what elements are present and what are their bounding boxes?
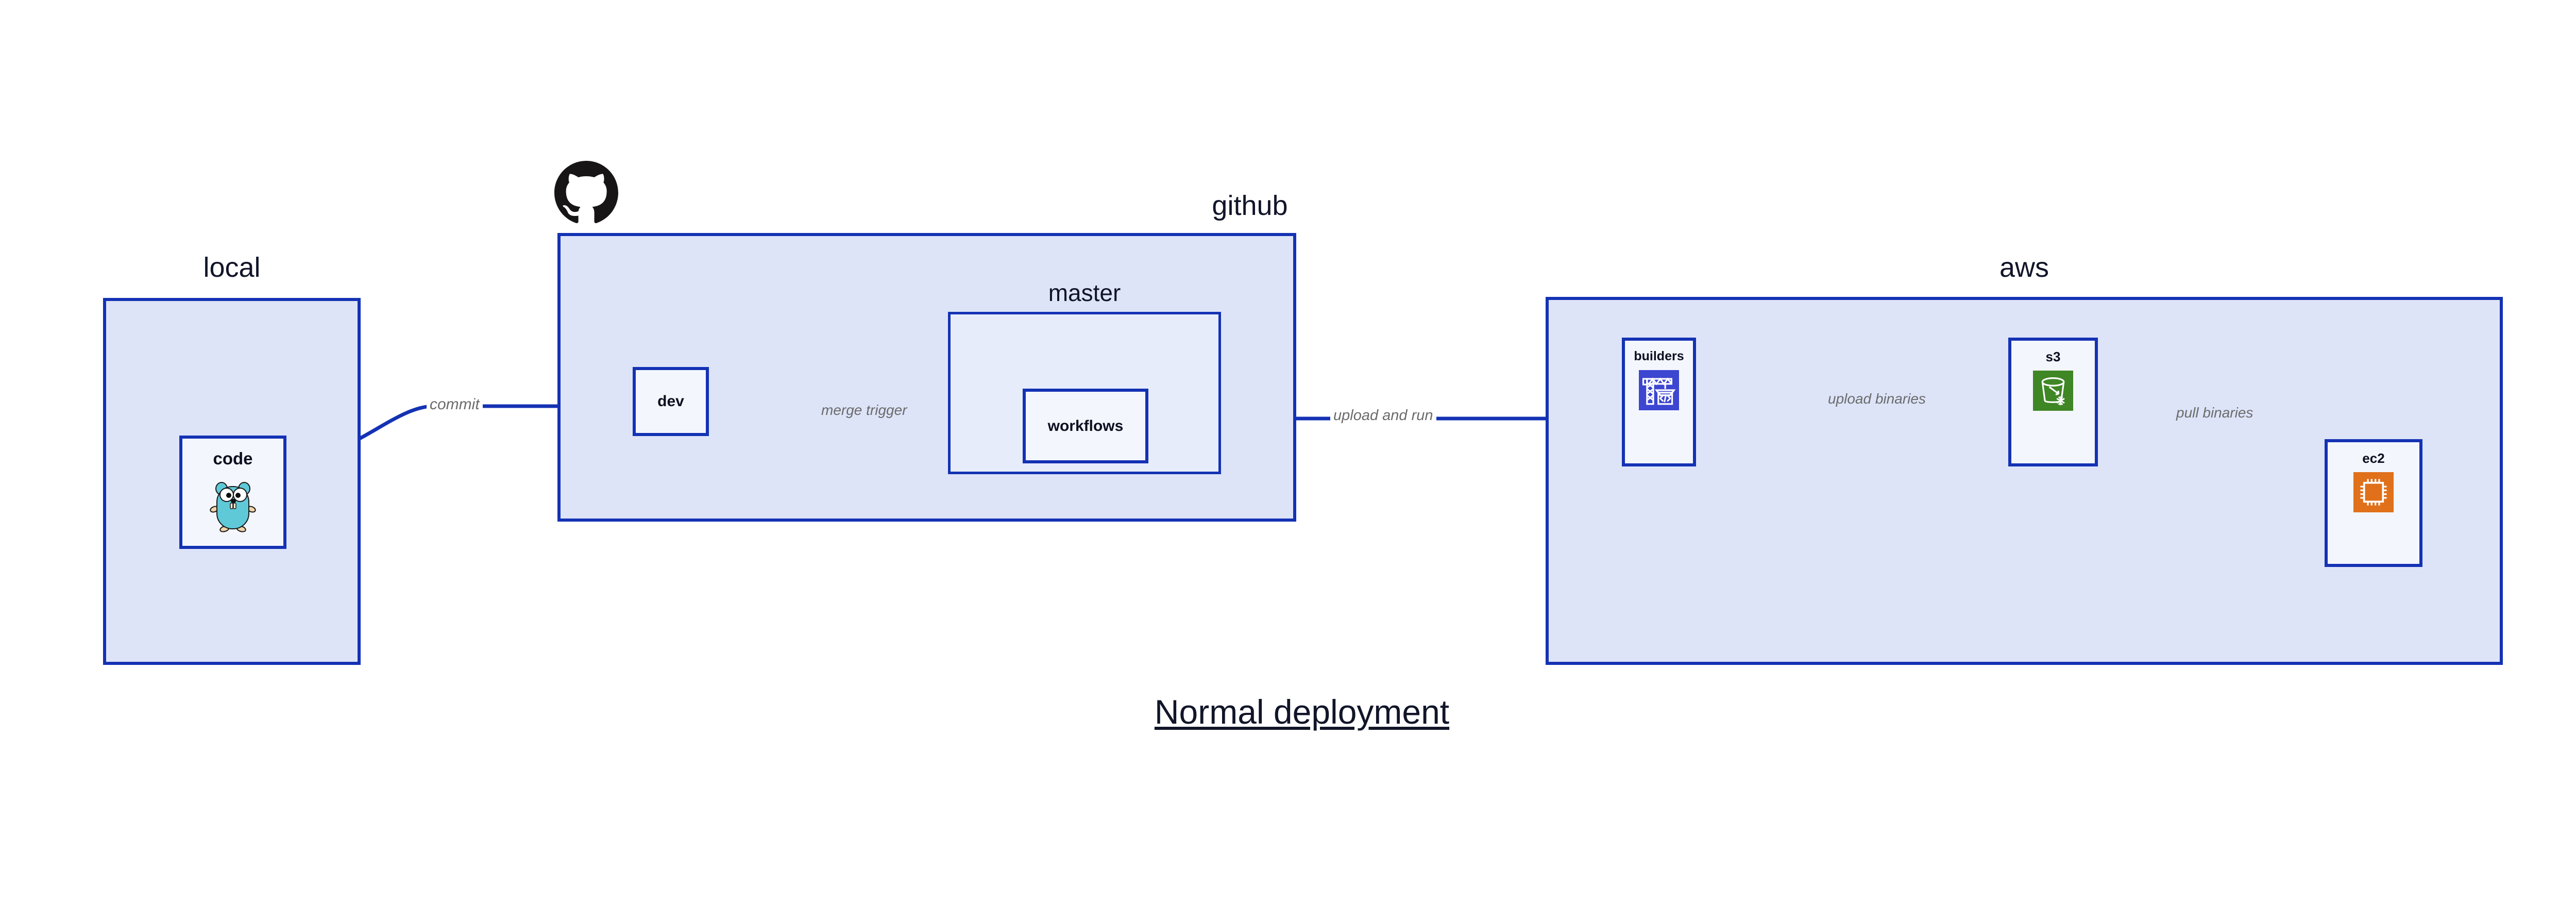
node-code[interactable]: code: [179, 436, 286, 549]
node-builders[interactable]: builders: [1622, 338, 1696, 466]
node-dev-label: dev: [657, 393, 684, 410]
node-ec2[interactable]: ec2: [2325, 439, 2422, 567]
go-gopher-icon: [209, 475, 257, 536]
github-octocat-icon: [554, 161, 618, 227]
cluster-aws-label: aws: [1999, 252, 2049, 283]
aws-s3-glacier-icon: [2033, 371, 2073, 413]
node-builders-label: builders: [1634, 349, 1684, 363]
cluster-github-label: github: [1212, 190, 1288, 221]
edge-label-upload-binaries: upload binaries: [1825, 391, 1929, 407]
node-workflows[interactable]: workflows: [1023, 389, 1148, 463]
aws-codebuild-icon: [1639, 370, 1679, 413]
node-s3[interactable]: s3: [2008, 338, 2098, 466]
node-code-label: code: [213, 449, 253, 468]
node-dev[interactable]: dev: [633, 367, 709, 436]
aws-ec2-icon: [2353, 472, 2394, 515]
cluster-local-label: local: [203, 252, 261, 283]
cluster-master-label: master: [1048, 279, 1121, 306]
diagram-title: Normal deployment: [1154, 693, 1450, 731]
edge-label-merge-trigger: merge trigger: [818, 402, 910, 419]
node-workflows-label: workflows: [1047, 417, 1124, 435]
edge-label-pull-binaries: pull binaries: [2173, 405, 2257, 421]
edge-label-commit: commit: [427, 396, 483, 413]
node-s3-label: s3: [2045, 349, 2061, 364]
node-ec2-label: ec2: [2362, 450, 2385, 466]
edge-label-upload-and-run: upload and run: [1330, 407, 1436, 424]
